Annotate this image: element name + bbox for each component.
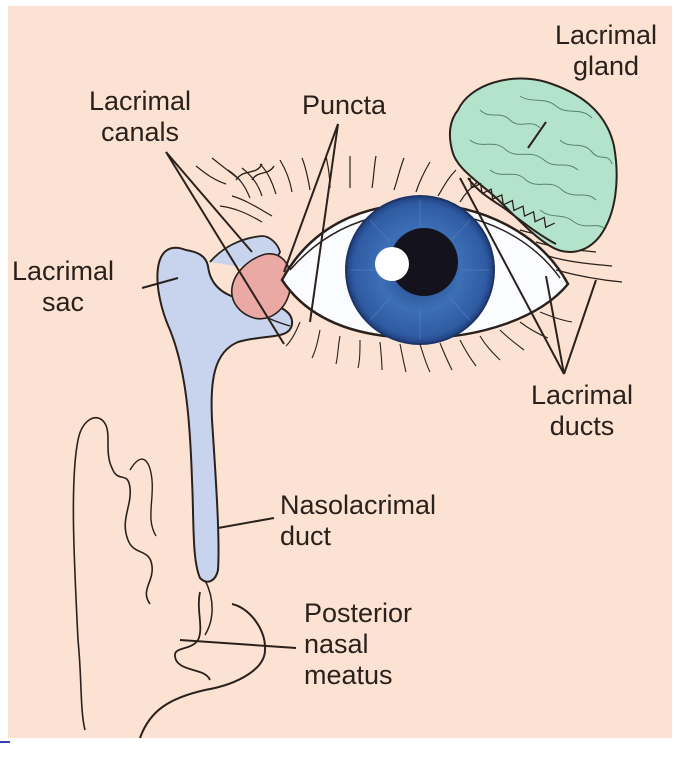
leader-lacrimal-sac xyxy=(141,277,179,289)
gland-zigzag-edge xyxy=(469,177,556,229)
label-lacrimal-sac: Lacrimal sac xyxy=(12,256,114,318)
label-lacrimal-gland-line2: gland xyxy=(572,51,640,81)
label-posterior-nasal-meatus: Posterior nasal meatus xyxy=(304,598,412,691)
label-lacrimal-gland-line1: Lacrimal xyxy=(554,20,658,50)
label-lacrimal-gland: Lacrimal gland xyxy=(540,20,672,82)
leader-lacrimal-ducts-b xyxy=(545,275,565,375)
leader-lacrimal-ducts-a xyxy=(459,177,565,375)
label-nasal-line: nasal xyxy=(304,629,369,659)
nasal-meatus-outline xyxy=(139,603,267,739)
nasal-concha-outline xyxy=(174,591,211,681)
iris-texture xyxy=(350,200,490,340)
label-nasolacrimal-duct-line2: duct xyxy=(280,521,332,551)
leader-puncta-lower xyxy=(309,123,339,323)
duct-opening-outline xyxy=(204,579,213,636)
label-puncta: Puncta xyxy=(286,90,402,121)
label-lacrimal-sac-line1: Lacrimal xyxy=(12,256,115,286)
label-lacrimal-canals-line2: canals xyxy=(100,117,180,147)
gland-lobule-texture xyxy=(469,95,613,229)
label-nasolacrimal-duct-line1: Nasolacrimal xyxy=(280,490,437,520)
label-nasolacrimal-duct: Nasolacrimal duct xyxy=(280,490,436,552)
leader-nasolacrimal-duct xyxy=(217,517,275,529)
lacrimal-gland xyxy=(449,77,618,253)
middle-turbinate-outline xyxy=(129,458,157,537)
leader-posterior-nasal-meatus xyxy=(179,639,297,649)
inferior-turbinate-outline xyxy=(77,416,153,605)
leader-lacrimal-gland xyxy=(527,121,547,149)
label-lacrimal-ducts-line1: Lacrimal xyxy=(530,380,634,410)
label-lacrimal-canals: Lacrimal canals xyxy=(70,86,210,148)
gland-ductules-edge xyxy=(467,177,557,245)
label-puncta-text: Puncta xyxy=(301,90,387,120)
leader-puncta-upper xyxy=(283,123,339,273)
leader-lacrimal-canals-upper xyxy=(165,151,253,253)
label-meatus-line: meatus xyxy=(304,660,393,690)
leader-lacrimal-canals-lower xyxy=(165,151,285,345)
label-lacrimal-ducts-line2: ducts xyxy=(549,411,615,441)
label-posterior-line: Posterior xyxy=(304,598,413,628)
eyelid-crease-lines xyxy=(235,163,275,181)
leader-lines xyxy=(141,121,597,649)
label-lacrimal-canals-line1: Lacrimal xyxy=(88,86,192,116)
label-lacrimal-sac-line2: sac xyxy=(41,287,85,317)
lower-eyelashes xyxy=(285,311,573,373)
label-lacrimal-ducts: Lacrimal ducts xyxy=(510,380,654,442)
pupil xyxy=(390,228,458,296)
nasal-septum-outline xyxy=(72,439,86,731)
leader-lacrimal-ducts-c xyxy=(563,279,597,375)
pupil-highlight xyxy=(375,247,409,281)
